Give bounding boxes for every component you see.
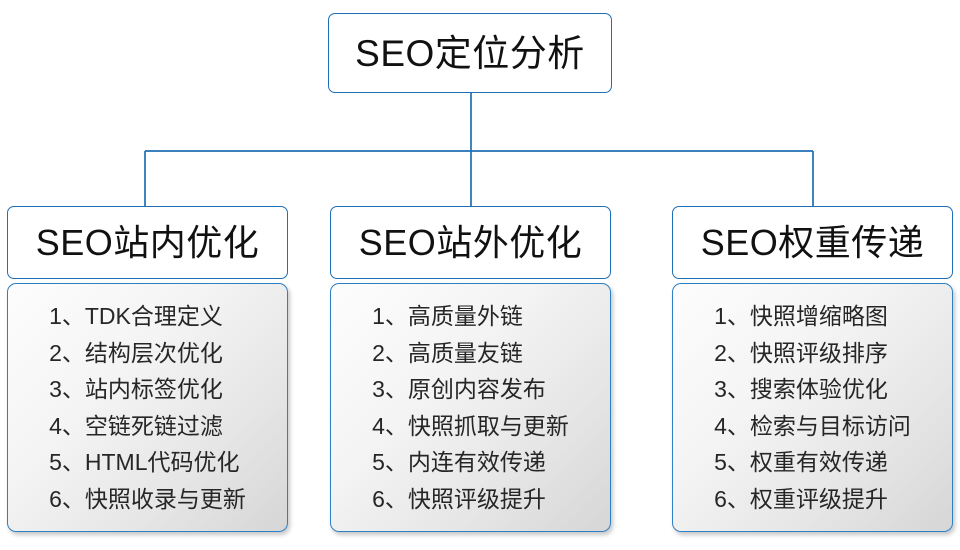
branch-item-list-1: 1、TDK合理定义 2、结构层次优化 3、站内标签优化 4、空链死链过滤 5、H…	[49, 298, 246, 517]
list-item: 4、快照抓取与更新	[372, 412, 569, 439]
list-item: 6、权重评级提升	[714, 485, 888, 512]
list-item: 6、快照收录与更新	[49, 485, 246, 512]
list-item: 3、搜索体验优化	[714, 376, 888, 402]
list-item: 3、原创内容发布	[372, 376, 546, 402]
branch-header-title-1: SEO站内优化	[35, 221, 260, 263]
list-item: 6、快照评级提升	[372, 485, 546, 512]
branch-column-3: SEO权重传递 1、快照增缩略图 2、快照评级排序 3、搜索体验优化 4、检索与…	[672, 206, 953, 532]
list-item: 5、HTML代码优化	[49, 449, 240, 475]
branch-header-title-3: SEO权重传递	[700, 221, 925, 263]
list-item: 3、站内标签优化	[49, 376, 223, 402]
branch-body-1: 1、TDK合理定义 2、结构层次优化 3、站内标签优化 4、空链死链过滤 5、H…	[7, 283, 288, 532]
list-item: 2、结构层次优化	[49, 339, 223, 366]
list-item: 1、TDK合理定义	[49, 303, 223, 329]
branch-header-2[interactable]: SEO站外优化	[330, 206, 611, 279]
branch-header-3[interactable]: SEO权重传递	[672, 206, 953, 279]
branch-column-2: SEO站外优化 1、高质量外链 2、高质量友链 3、原创内容发布 4、快照抓取与…	[330, 206, 611, 532]
list-item: 4、检索与目标访问	[714, 412, 911, 439]
branch-item-list-2: 1、高质量外链 2、高质量友链 3、原创内容发布 4、快照抓取与更新 5、内连有…	[372, 298, 569, 517]
root-node[interactable]: SEO定位分析	[328, 13, 612, 93]
branch-body-3: 1、快照增缩略图 2、快照评级排序 3、搜索体验优化 4、检索与目标访问 5、权…	[672, 283, 953, 532]
branch-header-title-2: SEO站外优化	[358, 221, 583, 263]
list-item: 1、高质量外链	[372, 303, 523, 329]
branch-item-list-3: 1、快照增缩略图 2、快照评级排序 3、搜索体验优化 4、检索与目标访问 5、权…	[714, 298, 911, 517]
list-item: 2、快照评级排序	[714, 339, 888, 366]
branch-column-1: SEO站内优化 1、TDK合理定义 2、结构层次优化 3、站内标签优化 4、空链…	[7, 206, 288, 532]
list-item: 1、快照增缩略图	[714, 303, 888, 329]
list-item: 2、高质量友链	[372, 339, 523, 366]
list-item: 4、空链死链过滤	[49, 412, 223, 439]
branch-body-2: 1、高质量外链 2、高质量友链 3、原创内容发布 4、快照抓取与更新 5、内连有…	[330, 283, 611, 532]
root-node-title: SEO定位分析	[355, 32, 585, 74]
list-item: 5、内连有效传递	[372, 449, 546, 475]
branch-header-1[interactable]: SEO站内优化	[7, 206, 288, 279]
list-item: 5、权重有效传递	[714, 449, 888, 475]
